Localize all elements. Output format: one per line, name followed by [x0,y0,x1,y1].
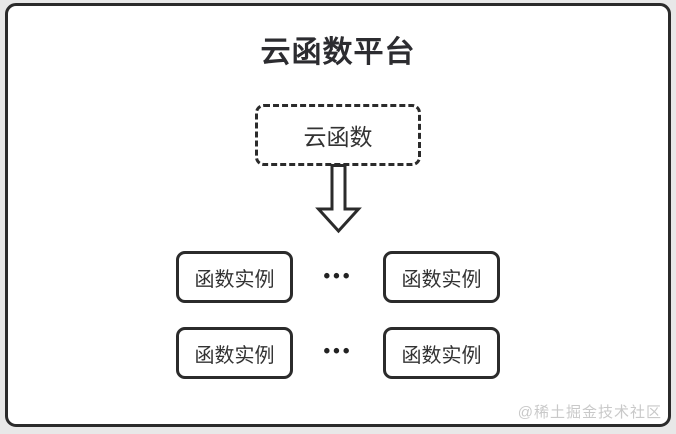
function-instance-label: 函数实例 [194,268,275,291]
function-instance-label: 函数实例 [194,344,275,367]
ellipsis-dots: ••• [323,266,353,287]
watermark-text: @稀土掘金技术社区 [517,404,662,421]
function-instance-node: 函数实例 [176,251,293,303]
cloud-function-node: 云函数 [255,104,421,166]
function-instance-node: 函数实例 [176,327,293,379]
down-block-arrow-icon [315,164,362,234]
diagram-title: 云函数平台 [260,36,416,69]
cloud-function-label: 云函数 [303,124,373,150]
function-instance-node: 函数实例 [383,327,500,379]
ellipsis-dots: ••• [323,341,353,362]
function-instance-label: 函数实例 [401,268,482,291]
function-instance-node: 函数实例 [383,251,500,303]
function-instance-label: 函数实例 [401,344,482,367]
